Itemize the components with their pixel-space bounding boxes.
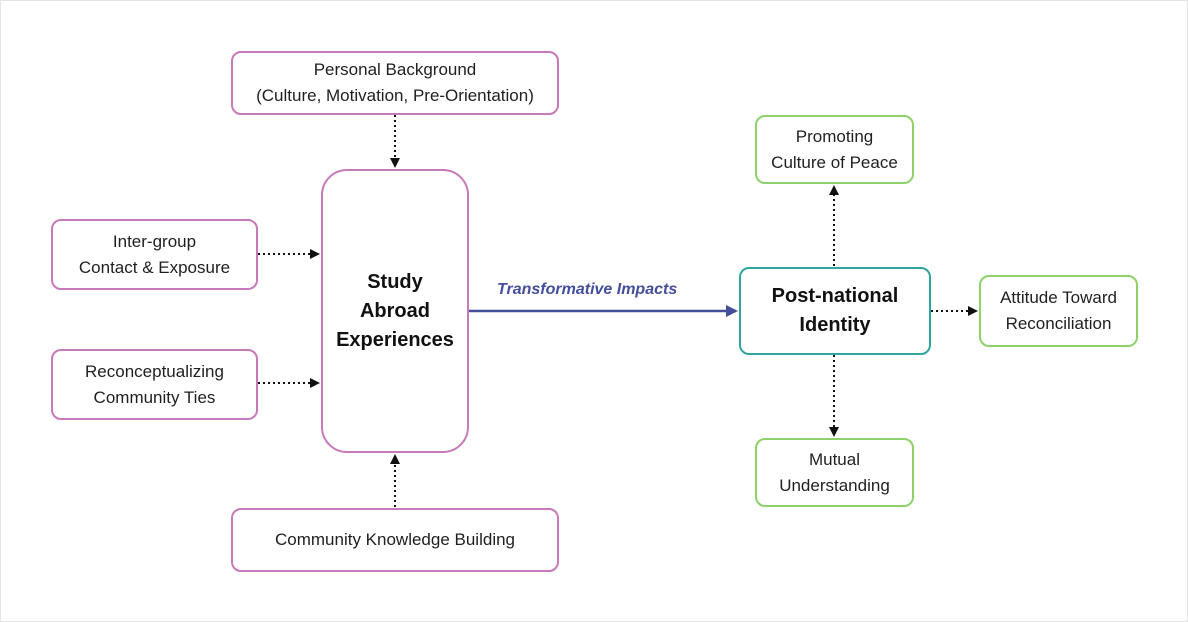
node-community-knowledge: Community Knowledge Building	[231, 508, 559, 572]
node-mutual-understanding-label: Mutual Understanding	[779, 449, 890, 495]
node-community-knowledge-label: Community Knowledge Building	[274, 530, 516, 549]
node-study-abroad-label: Study Abroad Experiences	[336, 270, 454, 351]
node-promoting-peace-label: Promoting Culture of Peace	[771, 126, 898, 172]
node-attitude-reconciliation: Attitude Toward Reconciliation	[979, 275, 1138, 347]
node-mutual-understanding: Mutual Understanding	[755, 438, 914, 507]
node-reconceptualizing-label: Reconceptualizing Community Ties	[85, 361, 224, 407]
node-personal-background-label: Personal Background (Culture, Motivation…	[256, 60, 534, 105]
node-post-national-identity: Post-national Identity	[739, 267, 931, 355]
node-reconceptualizing: Reconceptualizing Community Ties	[51, 349, 258, 420]
edge-label-transformative-impacts: Transformative Impacts	[497, 281, 678, 298]
node-attitude-reconciliation-label: Attitude Toward Reconciliation	[1000, 288, 1117, 333]
node-promoting-peace: Promoting Culture of Peace	[755, 115, 914, 184]
node-study-abroad: Study Abroad Experiences	[321, 169, 469, 453]
node-post-national-identity-label: Post-national Identity	[771, 285, 899, 336]
node-personal-background: Personal Background (Culture, Motivation…	[231, 51, 559, 115]
node-inter-group-contact-label: Inter-group Contact & Exposure	[78, 231, 231, 277]
node-inter-group-contact: Inter-group Contact & Exposure	[51, 219, 258, 290]
